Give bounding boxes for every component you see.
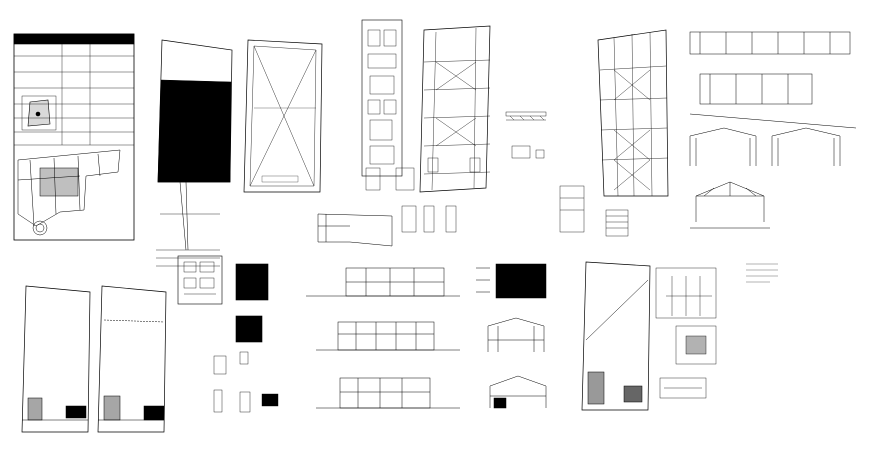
legend-block — [746, 263, 778, 283]
hatch-blocks — [235, 263, 269, 343]
small-details — [213, 351, 279, 413]
opening-details — [401, 185, 629, 237]
floor-plan-2 — [97, 285, 167, 433]
frame-elevations — [689, 31, 857, 229]
structural-plan-2 — [597, 29, 669, 197]
electrical-schematic — [655, 267, 717, 399]
structural-plan-1 — [419, 25, 491, 193]
side-elevations — [476, 263, 547, 409]
floor-plan-1 — [21, 285, 91, 433]
building-elevations — [306, 267, 460, 409]
plot-plan-outline — [243, 39, 323, 193]
plot-plan-filled — [156, 39, 233, 305]
section-detail — [317, 213, 393, 247]
detail-column — [361, 19, 415, 191]
truss-detail — [505, 111, 547, 159]
title-block-sheet — [13, 33, 135, 241]
floor-plan-3 — [581, 261, 651, 411]
